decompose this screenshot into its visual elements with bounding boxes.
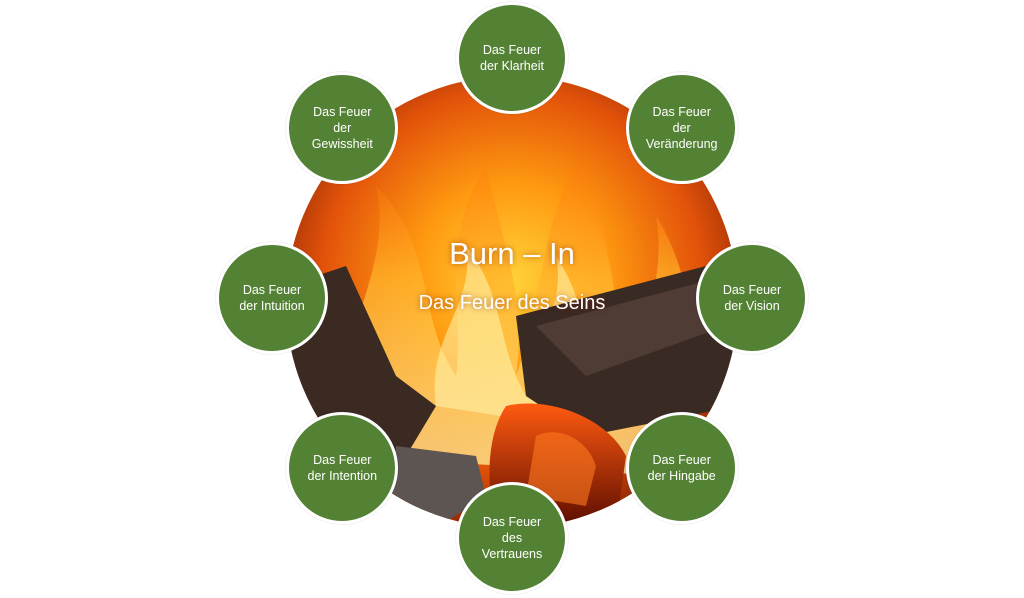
node-label: Das Feuer der Intuition [239, 283, 305, 313]
node-label: Das Feuer der Intention [307, 452, 378, 483]
center-subtitle: Das Feuer des Seins [418, 292, 606, 314]
node-label: Das Feuer der Hingabe [647, 452, 716, 483]
center-title: Burn – In [449, 236, 575, 271]
node-label: Das Feuer der Veränderung [645, 105, 718, 152]
node-gewissheit: Das Feuer der Gewissheit [286, 72, 399, 185]
node-vertrauen: Das Feuer des Vertrauens [456, 482, 568, 594]
node-intention: Das Feuer der Intention [286, 411, 399, 524]
node-label: Das Feuer des Vertrauens [481, 515, 543, 561]
node-label: Das Feuer der Gewissheit [311, 105, 373, 152]
node-hingabe: Das Feuer der Hingabe [625, 411, 738, 524]
node-intuition: Das Feuer der Intuition [216, 242, 328, 354]
node-label: Das Feuer der Klarheit [480, 43, 544, 73]
node-vision: Das Feuer der Vision [696, 242, 808, 354]
node-label: Das Feuer der Vision [722, 283, 782, 313]
node-veraenderung: Das Feuer der Veränderung [625, 72, 738, 185]
node-klarheit: Das Feuer der Klarheit [456, 2, 568, 114]
